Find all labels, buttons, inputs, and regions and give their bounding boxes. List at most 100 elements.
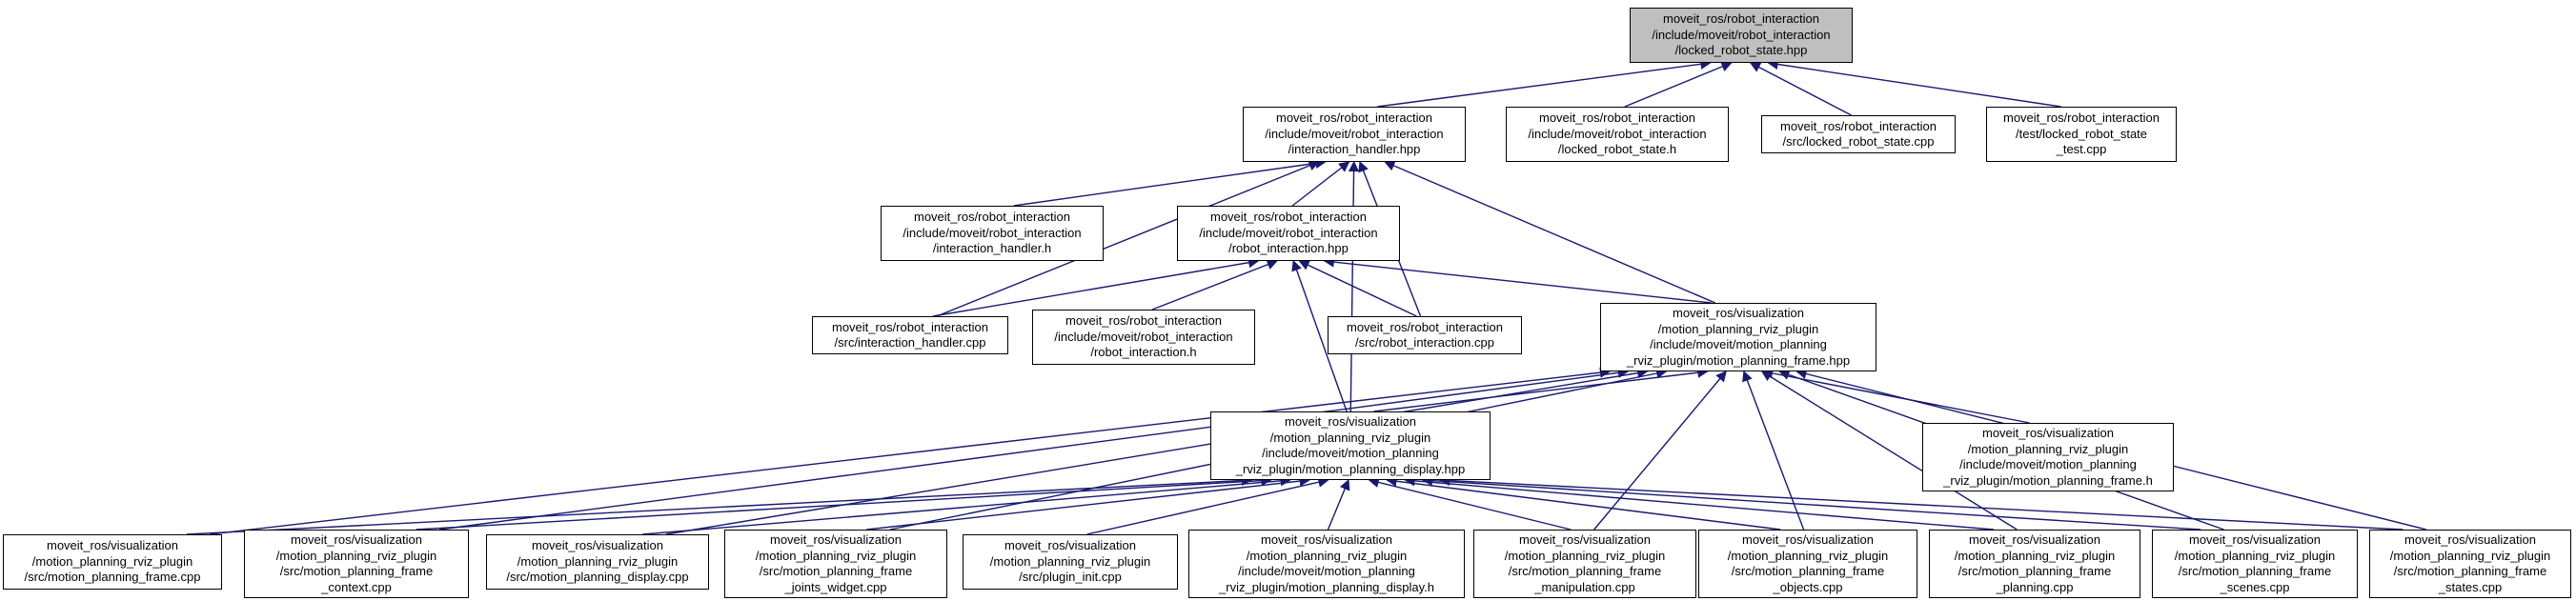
node-label-line: moveit_ros/robot_interaction [2002,110,2160,126]
node-label-line: _states.cpp [2438,579,2503,594]
graph-node-motion_planning_frame_manipulation_cpp[interactable]: moveit_ros/visualization/motion_planning… [1473,530,1696,598]
node-label-line: /motion_planning_rviz_plugin [31,553,193,569]
node-label-line: /include/moveit/robot_interaction [1054,329,1233,344]
graph-node-locked_robot_state_h[interactable]: moveit_ros/robot_interaction/include/mov… [1506,107,1729,162]
graph-node-interaction_handler_h[interactable]: moveit_ros/robot_interaction/include/mov… [881,206,1104,261]
node-label-line: /include/moveit/robot_interaction [1528,126,1707,141]
node-label-line: _objects.cpp [1773,579,1843,594]
node-label-line: moveit_ros/visualization [1672,306,1804,320]
node-label-line: _rviz_plugin/motion_planning_frame.h [1943,472,2153,488]
graph-node-plugin_init_cpp[interactable]: moveit_ros/visualization/motion_planning… [963,534,1178,590]
include-edge [1742,370,1805,531]
node-label-line: /src/motion_planning_frame [2393,564,2547,578]
node-label-line: /motion_planning_rviz_plugin [275,548,437,563]
node-label-line: moveit_ros/robot_interaction [1065,313,1223,329]
graph-node-robot_interaction_h[interactable]: moveit_ros/robot_interaction/include/mov… [1032,310,1255,365]
node-label-line: /include/moveit/robot_interaction [903,225,1082,240]
node-label-line: /robot_interaction.hpp [1228,241,1349,256]
include-edge [1760,371,2018,531]
node-label-line: moveit_ros/visualization [2404,532,2536,547]
graph-node-locked_robot_state_hpp[interactable]: moveit_ros/robot_interaction/include/mov… [1630,8,1853,63]
include-edge [1386,475,1781,531]
include-edge [1291,161,1350,207]
node-label-line: /motion_planning_rviz_plugin [1727,548,1889,563]
node-label-line: moveit_ros/visualization [769,532,902,547]
include-edge [186,474,1253,535]
node-label-line: /interaction_handler.hpp [1288,142,1421,157]
include-edge [1368,476,1572,531]
node-label-line: /motion_planning_rviz_plugin [1954,548,2116,563]
node-label-line: _planning.cpp [1996,579,2074,594]
node-label-line: _rviz_plugin/motion_planning_display.hpp [1235,461,1466,476]
node-label-line: moveit_ros/robot_interaction [1662,11,1820,27]
graph-node-motion_planning_frame_joints_widget_cpp[interactable]: moveit_ros/visualization/motion_planning… [724,530,947,598]
graph-node-motion_planning_frame_states_cpp[interactable]: moveit_ros/visualization/motion_planning… [2369,530,2571,598]
node-label-line: moveit_ros/robot_interaction [1779,118,1937,133]
node-label-line: /robot_interaction.h [1090,345,1197,360]
node-label-line: /motion_planning_rviz_plugin [517,553,679,569]
graph-node-locked_robot_state_test_cpp[interactable]: moveit_ros/robot_interaction/test/locked… [1986,107,2177,162]
node-label-line: moveit_ros/visualization [1968,532,2100,547]
node-label-line: /motion_planning_rviz_plugin [2174,548,2336,563]
node-label-line: _test.cpp [2056,142,2107,157]
node-label-line: /motion_planning_rviz_plugin [989,553,1151,569]
include-edge [1151,259,1278,311]
node-label-line: /motion_planning_rviz_plugin [1269,430,1431,445]
include-edge [1373,367,1709,412]
include-edge [936,160,1320,317]
node-label-line: /include/moveit/robot_interaction [1199,225,1378,240]
node-label-line: /src/motion_planning_frame.cpp [24,570,201,585]
graph-node-motion_planning_frame_planning_cpp[interactable]: moveit_ros/visualization/motion_planning… [1929,530,2140,598]
include-edge [1323,256,1712,304]
include-edge [1761,368,2030,424]
graph-node-robot_interaction_cpp[interactable]: moveit_ros/robot_interaction/src/robot_i… [1328,316,1522,354]
include-edge [416,474,1272,531]
node-label-line: /src/robot_interaction.cpp [1355,335,1494,350]
graph-node-motion_planning_frame_context_cpp[interactable]: moveit_ros/visualization/motion_planning… [244,530,469,598]
graph-node-interaction_handler_hpp[interactable]: moveit_ros/robot_interaction/include/mov… [1243,107,1466,162]
graph-node-motion_planning_frame_scenes_cpp[interactable]: moveit_ros/visualization/motion_planning… [2152,530,2358,598]
include-edge [1348,160,1360,412]
node-label-line: /src/motion_planning_frame [1957,564,2112,578]
graph-node-motion_planning_display_hpp[interactable]: moveit_ros/visualization/motion_planning… [1210,411,1491,480]
node-label-line: moveit_ros/robot_interaction [831,319,989,334]
node-label-line: moveit_ros/robot_interaction [1346,319,1504,334]
include-edge [1749,62,1852,116]
node-label-line: /motion_planning_rviz_plugin [755,548,917,563]
node-label-line: /interaction_handler.h [932,241,1052,256]
graph-node-interaction_handler_cpp[interactable]: moveit_ros/robot_interaction/src/interac… [812,316,1008,354]
graph-node-motion_planning_frame_hpp[interactable]: moveit_ros/visualization/motion_planning… [1600,303,1876,371]
include-edge [210,367,1612,535]
node-label-line: /src/plugin_init.cpp [1019,570,1122,585]
node-label-line: _joints_widget.cpp [784,579,887,594]
graph-node-robot_interaction_hpp[interactable]: moveit_ros/robot_interaction/include/mov… [1177,206,1400,261]
graph-node-motion_planning_display_cpp[interactable]: moveit_ros/visualization/motion_planning… [486,534,709,590]
node-label-line: /src/motion_planning_frame [759,564,913,578]
graph-node-motion_planning_display_h[interactable]: moveit_ros/visualization/motion_planning… [1188,530,1465,598]
node-label-line: moveit_ros/robot_interaction [913,210,1071,225]
graph-node-motion_planning_frame_h[interactable]: moveit_ros/visualization/motion_planning… [1922,423,2174,491]
node-label-line: _rviz_plugin/motion_planning_frame.hpp [1626,352,1851,368]
graph-node-locked_robot_state_cpp[interactable]: moveit_ros/robot_interaction/src/locked_… [1761,115,1956,153]
node-label-line: /src/motion_planning_frame [279,564,434,578]
node-label-line: /motion_planning_rviz_plugin [1657,321,1819,336]
node-label-line: /src/motion_planning_frame [1731,564,1885,578]
include-edge [1438,474,2404,531]
node-label-line: moveit_ros/visualization [1284,414,1416,429]
graph-node-motion_planning_frame_cpp[interactable]: moveit_ros/visualization/motion_planning… [3,534,222,590]
node-label-line: /motion_planning_rviz_plugin [1246,548,1408,563]
graph-node-motion_planning_frame_objects_cpp[interactable]: moveit_ros/visualization/motion_planning… [1698,530,1917,598]
node-label-line: moveit_ros/visualization [2188,532,2321,547]
include-edge [1624,61,1733,108]
node-label-line: _context.cpp [321,579,392,594]
node-label-line: /test/locked_robot_state [2015,126,2148,141]
include-edge [1327,478,1350,531]
include-edge [438,367,1630,531]
node-label-line: /src/interaction_handler.cpp [834,335,986,350]
node-label-line: moveit_ros/visualization [1981,426,2114,440]
include-edge [1298,260,1417,317]
node-label-line: /src/motion_planning_display.cpp [506,570,689,585]
node-label-line: moveit_ros/visualization [46,538,178,553]
